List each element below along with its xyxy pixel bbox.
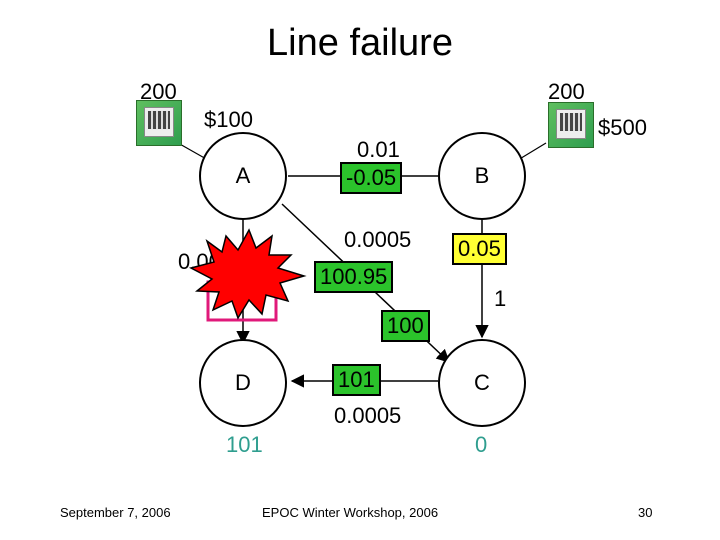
label-diag-factor: 0.0005 [344, 227, 412, 252]
label-dc-flow: 101 [332, 364, 381, 396]
node-b: B [438, 132, 526, 220]
generator-icon [136, 100, 182, 146]
slide-title: Line failure [267, 22, 453, 64]
gen-right-price: $500 [598, 115, 647, 140]
node-a: A [199, 132, 287, 220]
label-ab-bottom: -0.05 [340, 162, 403, 194]
label-bc-factor: 0.05 [452, 233, 507, 265]
node-d: D [199, 339, 287, 427]
price-c: 0 [475, 432, 488, 457]
label-dc-factor: 0.0005 [334, 403, 402, 428]
generator-icon [548, 102, 594, 148]
footer-date: September 7, 2006 [60, 505, 171, 520]
footer-event: EPOC Winter Workshop, 2006 [262, 505, 439, 520]
node-c: C [438, 339, 526, 427]
label-ab-top: 0.01 [357, 137, 400, 162]
page-number: 30 [638, 505, 653, 520]
label-dc-flow-box: 100 [381, 310, 430, 342]
gen-left-price: $100 [204, 107, 253, 132]
label-diag-flow: 100.95 [314, 261, 394, 293]
gen-right-capacity: 200 [548, 79, 585, 104]
label-bc-flow: 1 [494, 286, 507, 311]
price-d: 101 [226, 432, 263, 457]
explosion-icon [188, 228, 307, 320]
gen-left-capacity: 200 [140, 79, 177, 104]
gen-right-line [517, 142, 547, 161]
